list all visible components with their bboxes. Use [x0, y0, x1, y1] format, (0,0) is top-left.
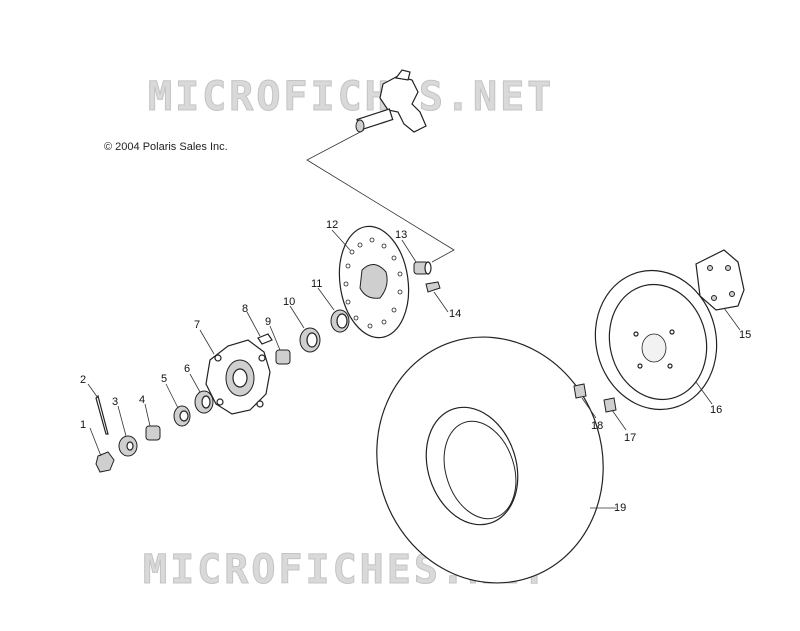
callout-17: 17: [624, 432, 636, 444]
wheel-hub: [205, 339, 271, 415]
callout-16: 16: [710, 404, 722, 416]
valve-stem-17: [603, 397, 617, 413]
callout-14: 14: [449, 308, 461, 320]
bearing-11: [330, 309, 350, 333]
castle-nut-1: [95, 451, 115, 473]
spindle-knuckle: [355, 69, 427, 133]
callout-1: 1: [80, 419, 86, 431]
spacer-4: [145, 425, 161, 441]
washer-3: [118, 435, 138, 457]
callout-2: 2: [80, 374, 86, 386]
bolt-14: [425, 281, 441, 293]
callout-7: 7: [194, 319, 200, 331]
spacer-9: [275, 349, 291, 365]
callout-8: 8: [242, 303, 248, 315]
callout-12: 12: [326, 219, 338, 231]
brake-disc: [338, 225, 410, 339]
leader-lines: [87, 229, 741, 509]
stud-8: [257, 333, 273, 345]
nut-18: [573, 383, 587, 399]
callout-15: 15: [739, 329, 751, 341]
seal-6: [194, 390, 214, 414]
callout-3: 3: [112, 396, 118, 408]
callout-4: 4: [139, 394, 145, 406]
copyright-text: © 2004 Polaris Sales Inc.: [104, 141, 228, 153]
wheel-rim: [594, 269, 718, 411]
watermark-top: MICROFICHES.NET: [148, 74, 554, 120]
callout-10: 10: [283, 296, 295, 308]
callout-11: 11: [311, 278, 322, 290]
seal-5: [173, 405, 191, 427]
callout-18: 18: [591, 420, 603, 432]
callout-13: 13: [395, 229, 407, 241]
tire: [376, 336, 604, 584]
cotter-pin-2: [95, 394, 109, 435]
bearing-10: [299, 327, 321, 353]
callout-19: 19: [614, 502, 626, 514]
cover-plate-15: [695, 249, 745, 311]
callout-5: 5: [161, 373, 167, 385]
callout-6: 6: [184, 363, 190, 375]
alignment-line: [306, 129, 455, 263]
spacer-13: [413, 261, 432, 275]
callout-9: 9: [265, 316, 271, 328]
